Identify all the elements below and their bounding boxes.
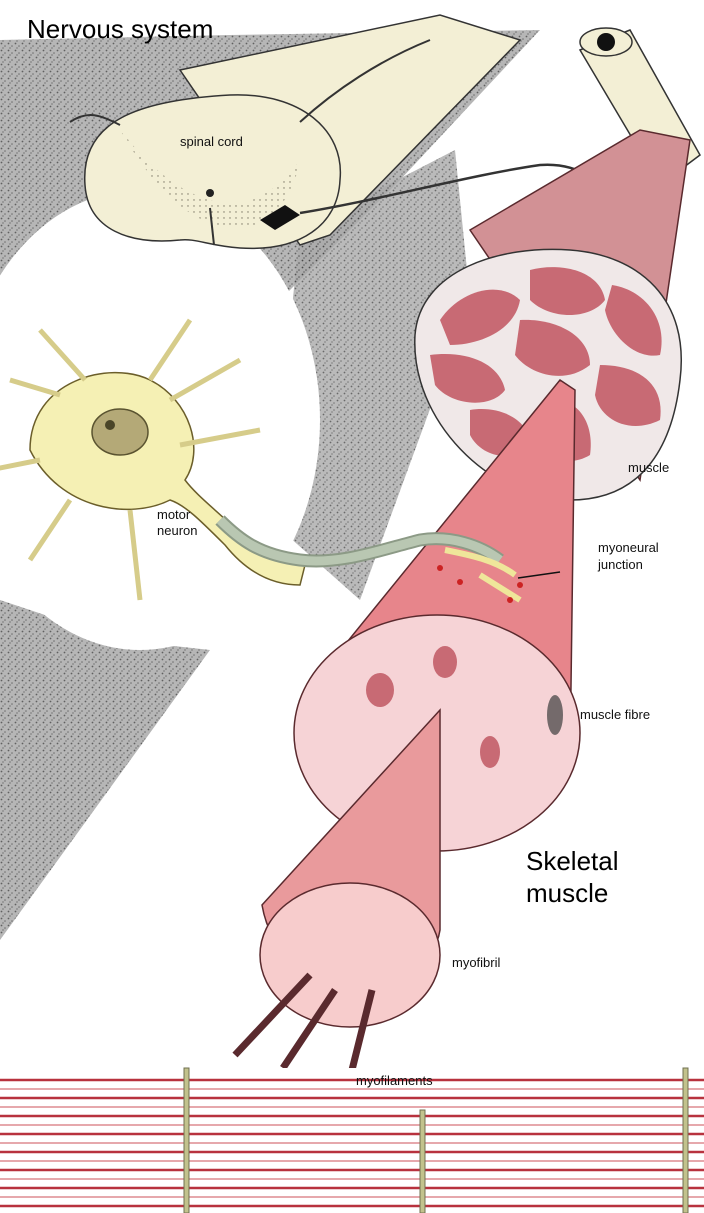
heading-skeletal: Skeletal bbox=[526, 846, 619, 876]
label-motor: motor bbox=[157, 507, 191, 522]
heading-nervous-system: Nervous system bbox=[27, 14, 214, 44]
label-muscle-fibre: muscle fibre bbox=[580, 707, 651, 722]
projection-wedge-lower bbox=[0, 600, 210, 940]
label-myofilaments: myofilaments bbox=[356, 1073, 433, 1088]
label-myoneural: myoneural bbox=[598, 540, 659, 555]
label-myofibril: myofibril bbox=[452, 955, 501, 970]
label-muscle: muscle bbox=[628, 460, 670, 475]
myofilament-strip bbox=[0, 1067, 704, 1213]
heading-muscle: muscle bbox=[526, 878, 609, 908]
label-junction: junction bbox=[598, 557, 643, 572]
label-spinal-cord: spinal cord bbox=[180, 134, 243, 149]
projection-wedge-neuron bbox=[270, 150, 470, 600]
label-neuron: neuron bbox=[157, 523, 198, 538]
myofibril-drawing bbox=[232, 708, 441, 1071]
motor-neuron-drawing bbox=[0, 318, 561, 603]
spinal-cord-drawing bbox=[69, 14, 617, 250]
